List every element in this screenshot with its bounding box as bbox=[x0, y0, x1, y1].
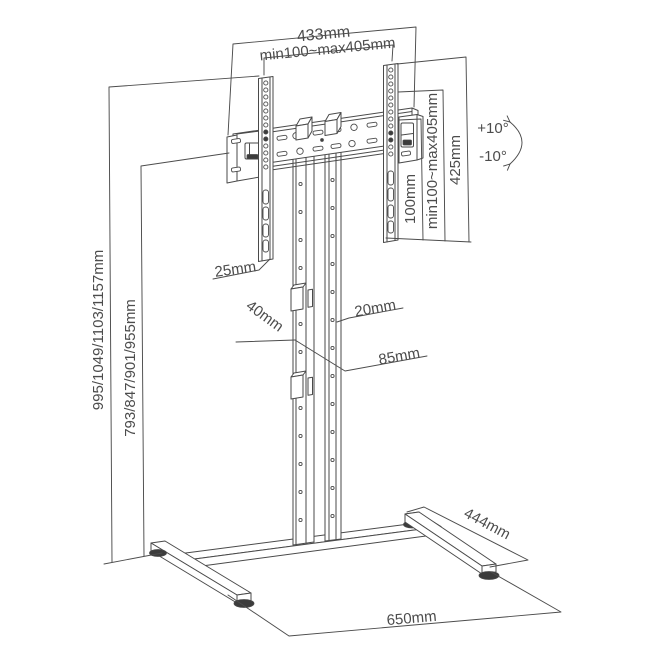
vesa-strip-left bbox=[258, 76, 274, 262]
vesa-holes bbox=[388, 67, 394, 157]
clamp-right bbox=[398, 114, 424, 164]
label-column-depth-small: 40mm bbox=[243, 297, 287, 335]
dim-strip-offset: 25mm bbox=[212, 258, 271, 281]
tilt-annotation: +10° -10° bbox=[477, 115, 523, 171]
label-bracket-width: 433mm bbox=[296, 24, 351, 46]
label-bracket-height: 425mm bbox=[447, 135, 464, 185]
label-hole-pitch: 100mm bbox=[402, 174, 419, 224]
dim-base-width: 650mm bbox=[227, 571, 562, 637]
foot-pad bbox=[478, 571, 500, 580]
label-base-depth: 444mm bbox=[461, 505, 513, 543]
label-column-depth: 85mm bbox=[377, 345, 421, 369]
dim-rail-width: 20mm bbox=[336, 297, 404, 323]
dim-bracket-width: 433mm bbox=[227, 24, 417, 136]
label-vesa-height: min100~max405mm bbox=[424, 93, 441, 229]
dim-pole-height: 793/847/901/955mm bbox=[122, 152, 230, 557]
dim-bracket-height: 425mm bbox=[396, 56, 470, 243]
column-rails bbox=[290, 146, 342, 546]
label-pole-height: 793/847/901/955mm bbox=[122, 299, 139, 437]
clamp-left bbox=[226, 130, 261, 184]
rail-holes bbox=[298, 177, 335, 523]
cable-clip-lower bbox=[290, 370, 313, 400]
cable-clip-upper bbox=[290, 282, 313, 312]
dim-column-depth-small: 40mm bbox=[235, 297, 296, 343]
foot-pad bbox=[233, 599, 255, 608]
foot-pad bbox=[149, 549, 167, 557]
label-tilt-down: -10° bbox=[479, 148, 507, 165]
vesa-holes bbox=[263, 80, 269, 170]
foot-right bbox=[403, 511, 500, 580]
label-overall-height: 995/1049/1103/1157mm bbox=[90, 250, 107, 410]
label-rail-width: 20mm bbox=[353, 297, 397, 321]
dim-column-depth: 85mm bbox=[294, 339, 428, 372]
dim-hole-pitch: 100mm bbox=[385, 118, 472, 243]
dim-overall-height: 995/1049/1103/1157mm bbox=[90, 75, 260, 565]
dim-vesa-width: min100~max405mm bbox=[259, 35, 396, 76]
dim-vesa-height: min100~max405mm bbox=[397, 89, 446, 242]
tilt-arrow-icon bbox=[503, 115, 523, 171]
tv-hooks bbox=[295, 112, 342, 141]
label-base-width: 650mm bbox=[386, 608, 437, 629]
foot-left bbox=[149, 540, 255, 608]
label-strip-offset: 25mm bbox=[214, 258, 258, 281]
label-tilt-up: +10° bbox=[477, 120, 508, 137]
vesa-strip-right bbox=[383, 63, 399, 243]
